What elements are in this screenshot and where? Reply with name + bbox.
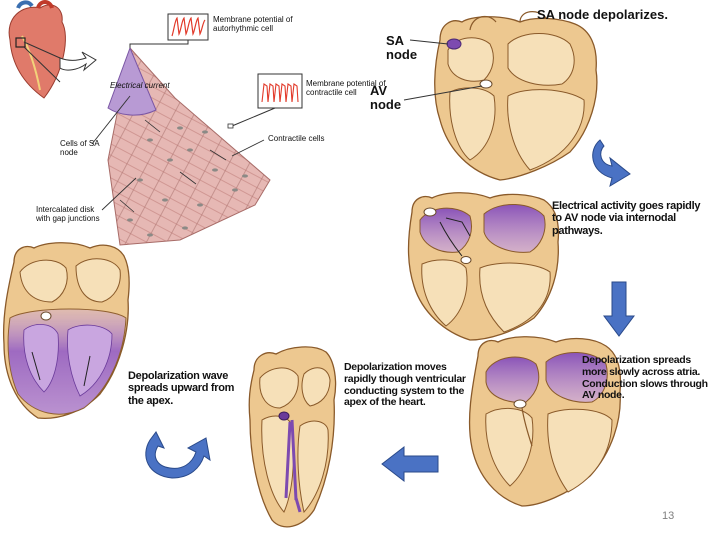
heart-step-3 [468,336,622,507]
left-arrow-icon [381,445,439,483]
step-2-caption: Electrical activity goes rapidly to AV n… [552,200,701,237]
page-number: 13 [662,510,675,522]
down-arrow-icon [603,281,635,337]
contractile-potential-graph [227,73,303,129]
autorhythmic-label: Membrane potential of autorhythmic cell [213,15,293,33]
sa-node-label: SA node [386,33,418,62]
electrical-current-label: Electrical current [110,81,170,90]
thumbnail-heart [8,0,66,99]
intercalated-disk-label: Intercalated disk with gap junctions [36,205,100,223]
sa-cells-label: Cells of SA node [60,139,100,157]
step-3-caption: Depolarization spreads more slowly acros… [582,354,708,402]
heart-step-2 [407,192,560,341]
contractile-cells-label: Contractile cells [268,134,325,143]
curved-arrow-icon [592,139,631,188]
step-4-caption: Depolarization moves rapidly though vent… [344,361,466,409]
cardiac-muscle-tissue [107,46,271,246]
autorhythmic-potential-graph [129,13,209,48]
heart-step-5 [2,242,130,420]
step-1-caption: SA node depolarizes. [537,7,668,22]
curved-arrow-bottom-icon [145,431,211,479]
heart-step-4 [248,346,337,528]
av-node-label: AV node [370,83,402,112]
contractile-potential-label: Membrane potential of contractile cell [306,79,386,97]
heart-step-1 [403,11,598,181]
step-5-caption: Depolarization wave spreads upward from … [128,370,235,407]
